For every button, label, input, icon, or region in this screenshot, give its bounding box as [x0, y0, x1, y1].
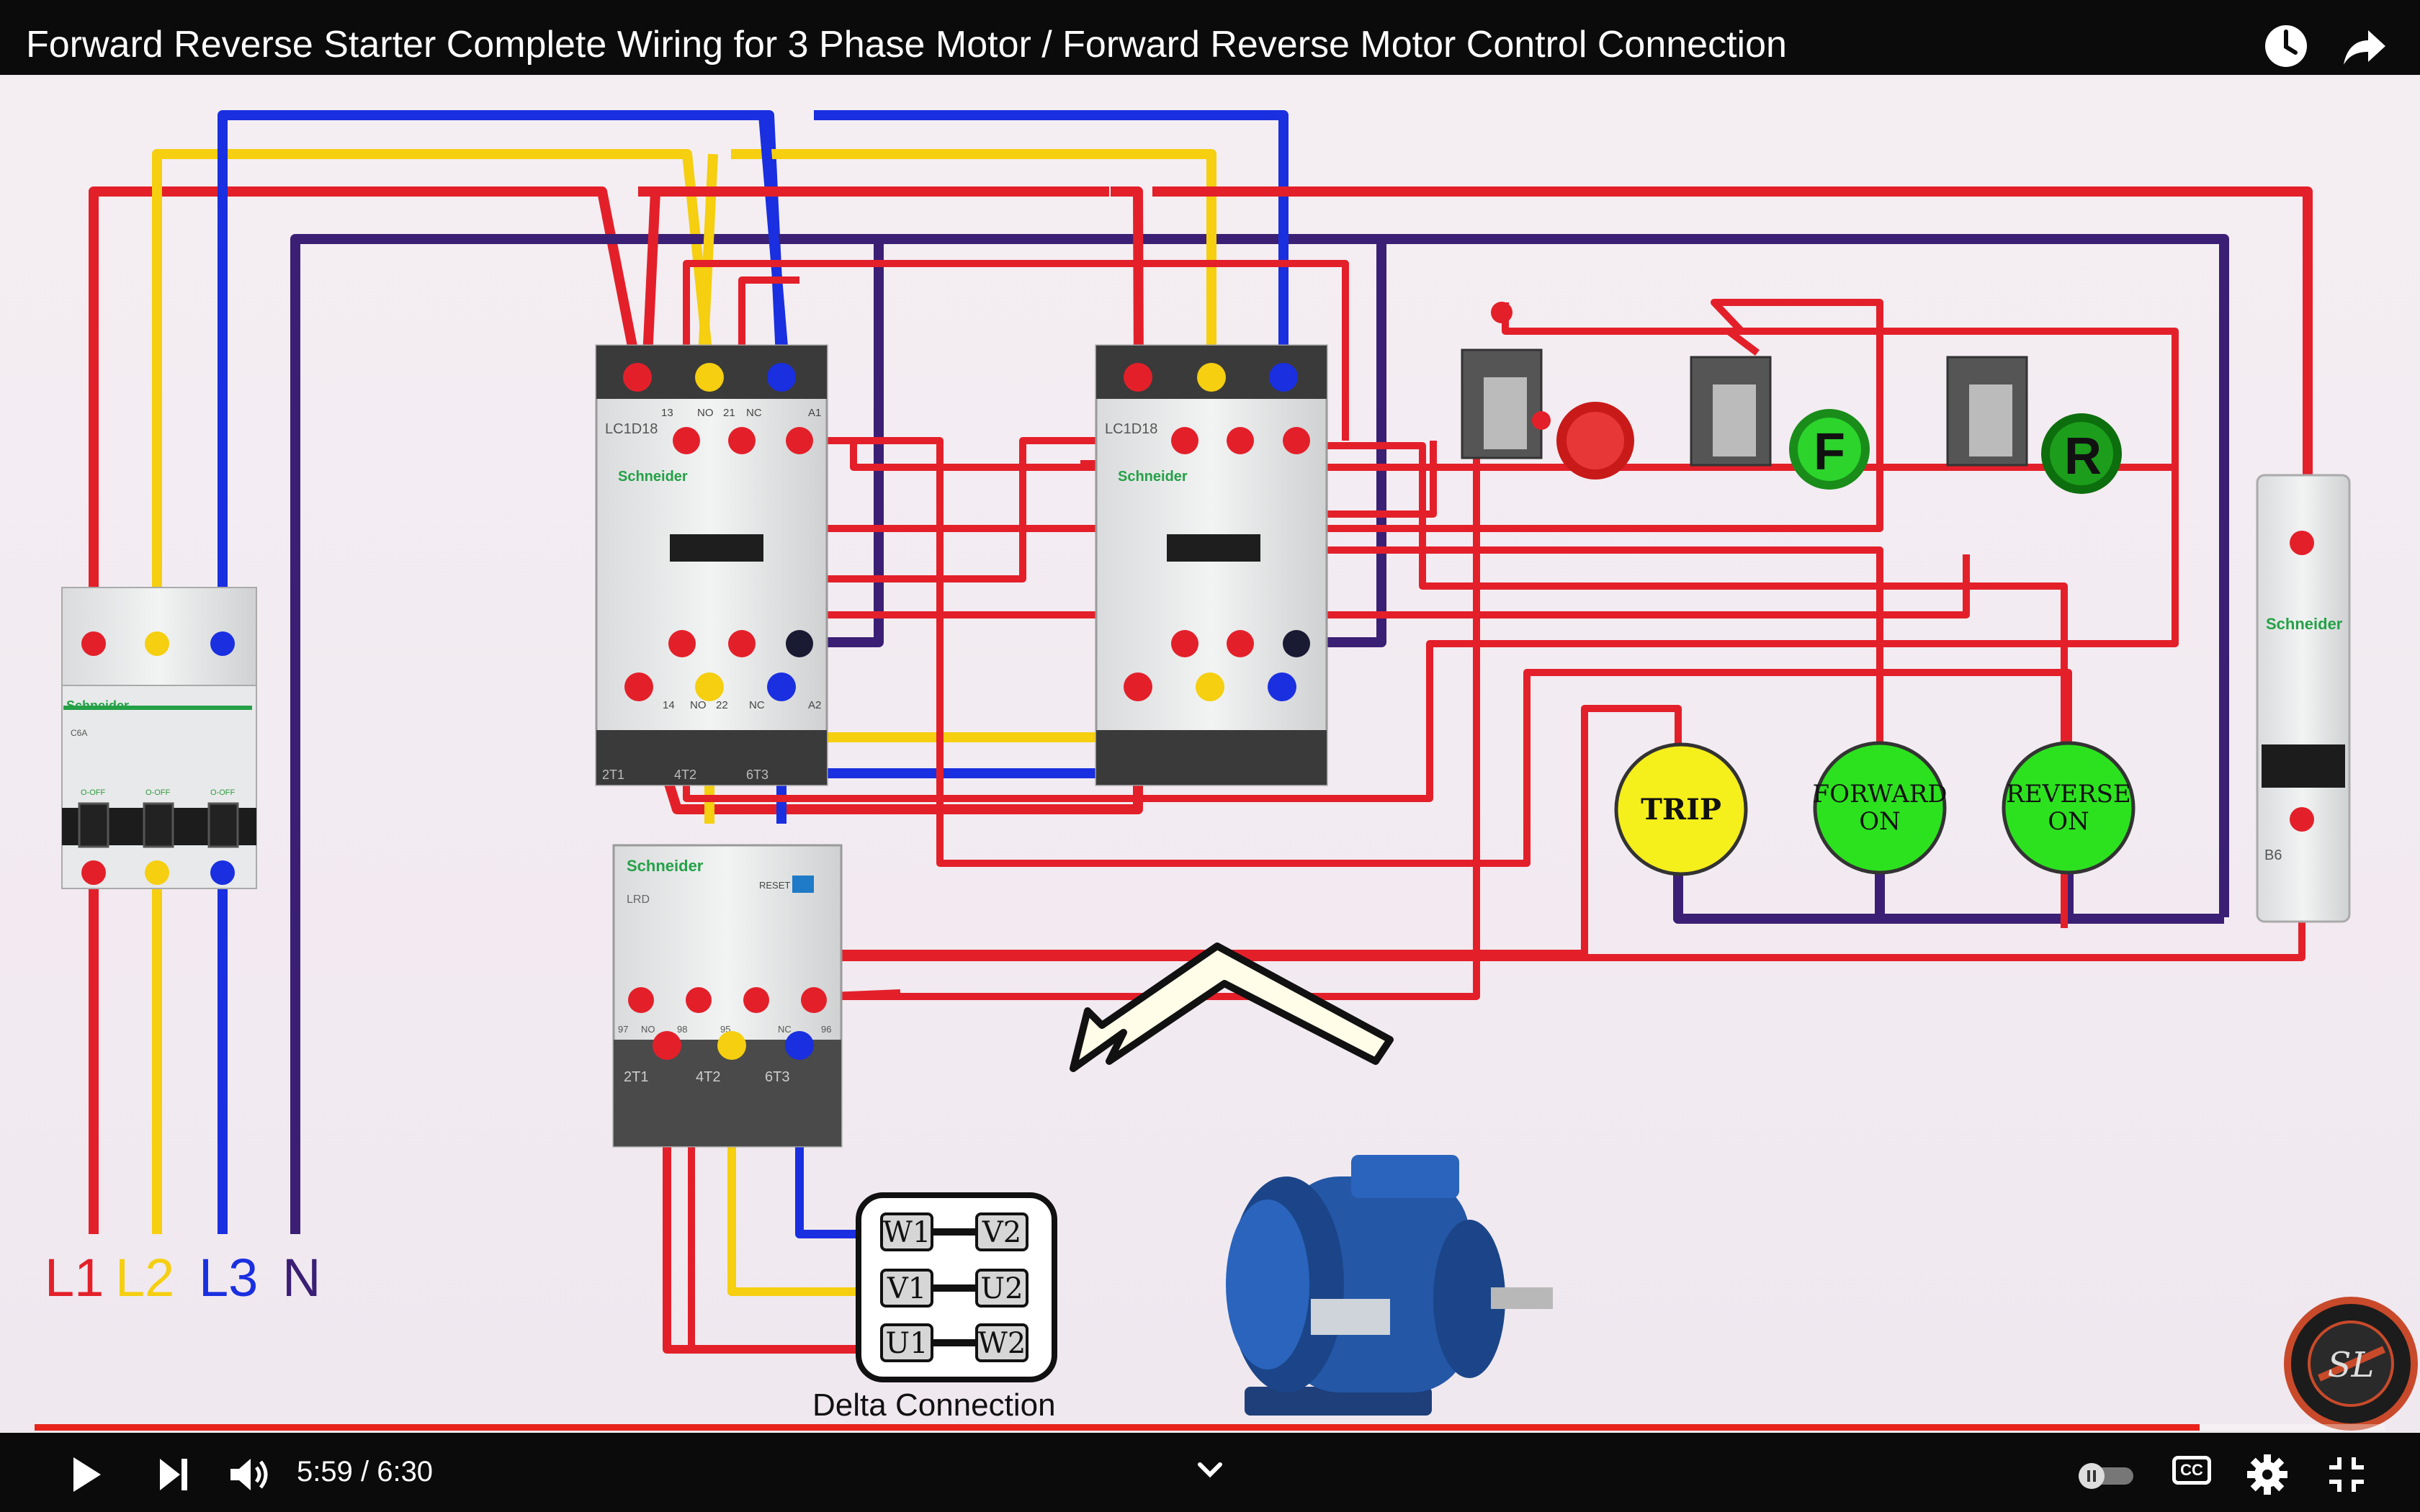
overload-relay: Schneider RESET LRD 97 NO 98 95 NC 96 2T… — [612, 844, 843, 1148]
brand-label: Schneider — [66, 698, 129, 713]
pilot-lamps: TRIP FORWARD ON REVERSE ON — [1614, 741, 2136, 876]
trip-lamp-label: TRIP — [1641, 793, 1721, 827]
progress-bar[interactable] — [35, 1424, 2385, 1431]
reset-label: RESET — [759, 880, 790, 891]
reverse-lamp-label-1: REVERSE — [2006, 780, 2131, 809]
forward-button-letter: F — [1814, 423, 1845, 481]
video-frame[interactable]: Schneider C6A O-OFF O-OFF O-OFF L1 L2 L3… — [0, 75, 2420, 1433]
supply-labels: L1 L2 L3 N — [45, 1248, 321, 1308]
label-l1: L1 — [45, 1248, 104, 1308]
terminal-label: NC — [746, 407, 762, 419]
terminal-label: 2T1 — [624, 1069, 648, 1085]
video-title-bar: Forward Reverse Starter Complete Wiring … — [0, 0, 2420, 75]
terminal-w2: W2 — [978, 1327, 1026, 1360]
brand-label: Schneider — [2266, 615, 2343, 633]
channel-logo: SL — [2284, 1297, 2418, 1431]
terminal-label: A2 — [808, 699, 821, 711]
autoplay-toggle[interactable] — [2073, 1452, 2139, 1498]
mcb-three-pole: Schneider C6A O-OFF O-OFF O-OFF — [61, 587, 257, 889]
terminal-label: 97 — [618, 1024, 628, 1035]
brand-label: Schneider — [627, 857, 704, 875]
time-current: 5:59 — [297, 1456, 353, 1488]
mcb-rating: C6A — [71, 728, 87, 738]
stop-push-button — [1461, 302, 1634, 480]
trip-lamp — [1614, 742, 1748, 876]
terminal-label: NC — [778, 1024, 792, 1035]
terminal-label: 98 — [677, 1024, 687, 1035]
arrow-pointer — [1070, 942, 1394, 1072]
contactor-model: LC1D18 — [605, 421, 658, 437]
forward-on-lamp — [1813, 741, 1947, 875]
switch-label: O-OFF — [81, 788, 105, 797]
label-l2: L2 — [115, 1248, 174, 1308]
reverse-button-letter: R — [2064, 428, 2102, 485]
wire-n — [290, 234, 2229, 1234]
terminal-label: 6T3 — [765, 1069, 789, 1085]
motor-image — [1226, 1155, 1553, 1416]
terminal-u1: U1 — [885, 1327, 928, 1360]
terminal-v1: V1 — [887, 1272, 926, 1305]
terminal-label: 2T1 — [602, 768, 624, 782]
captions-icon[interactable]: CC — [2172, 1456, 2211, 1485]
terminal-label: 21 — [723, 407, 735, 419]
time-display: 5:59 / 6:30 — [297, 1456, 433, 1488]
reverse-push-button: R — [1946, 356, 2122, 494]
mcb-single-pole: Schneider B6 — [2256, 474, 2351, 923]
forward-lamp-label-1: FORWARD — [1813, 780, 1948, 809]
chevron-down-icon[interactable] — [1187, 1447, 1233, 1493]
terminal-label: NO — [641, 1024, 655, 1035]
forward-push-button: F — [1690, 356, 1870, 490]
video-title[interactable]: Forward Reverse Starter Complete Wiring … — [26, 24, 1787, 66]
reverse-lamp-label-2: ON — [2048, 807, 2089, 836]
relay-model: LRD — [627, 894, 650, 906]
terminal-label: 96 — [821, 1024, 831, 1035]
contactor-model: LC1D18 — [1105, 421, 1157, 437]
share-icon[interactable] — [2339, 22, 2388, 71]
terminal-label: 6T3 — [746, 768, 768, 782]
terminal-v2: V2 — [982, 1216, 1021, 1249]
brand-label: Schneider — [618, 469, 688, 485]
motor-terminal-block: W1 V2 V1 U2 U1 W2 — [856, 1192, 1057, 1382]
label-n: N — [282, 1248, 321, 1308]
delta-connection-label: Delta Connection — [812, 1387, 1056, 1423]
brand-label: Schneider — [1118, 469, 1188, 485]
time-total: 6:30 — [377, 1456, 434, 1488]
terminal-u2: U2 — [980, 1272, 1023, 1305]
progress-played — [35, 1424, 2200, 1431]
next-icon[interactable] — [150, 1452, 196, 1498]
terminal-label: NC — [749, 699, 765, 711]
reverse-on-lamp — [2002, 741, 2136, 875]
contactor-reverse: LC1D18 Schneider — [1095, 344, 1328, 786]
terminal-w1: W1 — [883, 1216, 931, 1249]
watch-later-icon[interactable] — [2262, 22, 2311, 71]
settings-icon[interactable] — [2244, 1452, 2290, 1498]
terminal-label: 13 — [661, 407, 673, 419]
terminal-label: 4T2 — [696, 1069, 720, 1085]
wire-l1 — [89, 186, 642, 644]
terminal-label: 14 — [663, 699, 675, 711]
play-icon[interactable] — [62, 1452, 108, 1498]
time-separator: / — [352, 1456, 377, 1488]
logo-mark: SL — [2328, 1345, 2375, 1385]
switch-label: O-OFF — [210, 788, 235, 797]
forward-lamp-label-2: ON — [1859, 807, 1901, 836]
captions-label: CC — [2180, 1461, 2203, 1479]
terminal-label: NO — [697, 407, 714, 419]
label-l3: L3 — [199, 1248, 258, 1308]
wiring-diagram: Schneider C6A O-OFF O-OFF O-OFF L1 L2 L3… — [45, 110, 2418, 1431]
switch-label: O-OFF — [145, 788, 170, 797]
terminal-label: A1 — [808, 407, 821, 419]
terminal-label: 22 — [716, 699, 728, 711]
contactor-forward: LC1D18 Schneider 13 NO 21 NC A1 14 NO 22… — [595, 344, 828, 786]
exit-fullscreen-icon[interactable] — [2323, 1452, 2370, 1498]
mcb-rating: B6 — [2264, 847, 2282, 863]
terminal-label: NO — [690, 699, 707, 711]
terminal-label: 4T2 — [674, 768, 696, 782]
volume-icon[interactable] — [225, 1452, 271, 1498]
